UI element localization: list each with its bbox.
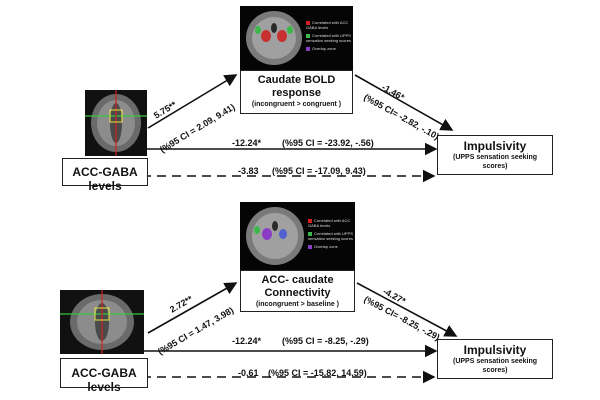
predictor-box: ACC-GABA levels	[60, 358, 148, 394]
mediator-box: Caudate BOLD response (incongruent > con…	[240, 70, 353, 114]
path-arrows	[142, 74, 454, 183]
legend-item: Correlated with ACC GABA levels	[308, 218, 351, 228]
legend-item: Overlap zone	[306, 46, 352, 51]
scan-legend: Correlated with ACC GABA levels Correlat…	[308, 218, 354, 249]
path-cprime-ci: (%95 CI = -17.09, 9.43)	[272, 166, 366, 176]
mediator-box: ACC- caudate Connectivity (incongruent >…	[240, 270, 355, 312]
predictor-label: ACC-GABA levels	[71, 366, 137, 394]
legend-item: Overlap zone	[308, 244, 354, 249]
outcome-box: Impulsivity (UPPS sensation seeking scor…	[437, 339, 553, 379]
coronal-scan-image: Correlated with ACC GABA levels Correlat…	[240, 6, 353, 70]
legend-item: Correlated with UPPS sensation seeking s…	[308, 231, 353, 241]
path-cprime-coefficient: -0.61	[238, 368, 259, 378]
scan-legend: Correlated with ACC GABA levels Correlat…	[306, 20, 352, 51]
path-cprime-ci: (%95 CI = -15.82, 14.59)	[268, 368, 367, 378]
mediator-subtitle: (incongruent > congruent )	[251, 101, 342, 108]
path-cprime-coefficient: -3.83	[238, 166, 259, 176]
mediator-title: Caudate BOLD response	[257, 74, 336, 99]
outcome-box: Impulsivity (UPPS sensation seeking scor…	[437, 135, 553, 175]
predictor-label: ACC-GABA levels	[72, 165, 138, 193]
legend-item: Correlated with ACC GABA levels	[306, 20, 349, 30]
legend-item: Correlated with UPPS sensation seeking s…	[306, 33, 351, 43]
path-c-coefficient: -12.24*	[232, 336, 262, 346]
outcome-title: Impulsivity	[463, 343, 527, 357]
outcome-title: Impulsivity	[463, 139, 527, 153]
outcome-subtitle: (UPPS sensation seeking scores)	[452, 154, 538, 170]
sagittal-brain-image	[60, 290, 144, 354]
mediator-title: ACC- caudate Connectivity	[261, 274, 334, 299]
path-c-ci: (%95 CI = -8.25, -.29)	[282, 336, 369, 346]
path-c-coefficient: -12.24*	[232, 138, 262, 148]
path-arrows	[142, 282, 458, 384]
arrow-a	[147, 74, 238, 129]
arrow-a	[147, 282, 238, 334]
mediation-panel-top: ACC-GABA levels Correlated with ACC GABA…	[62, 6, 553, 193]
path-c-ci: (%95 CI = -23.92, -.56)	[282, 138, 374, 148]
predictor-box: ACC-GABA levels	[62, 158, 148, 193]
mediator-subtitle: (incongruent > baseline )	[255, 301, 340, 308]
coronal-scan-image: Correlated with ACC GABA levels Correlat…	[240, 202, 355, 270]
arrow-b	[354, 74, 454, 131]
outcome-subtitle: (UPPS sensation seeking scores)	[452, 358, 538, 374]
arrow-b	[356, 282, 458, 337]
sagittal-brain-image	[85, 90, 147, 156]
mediation-panel-bottom: ACC-GABA levels Correlated with ACC GABA…	[0, 198, 600, 398]
